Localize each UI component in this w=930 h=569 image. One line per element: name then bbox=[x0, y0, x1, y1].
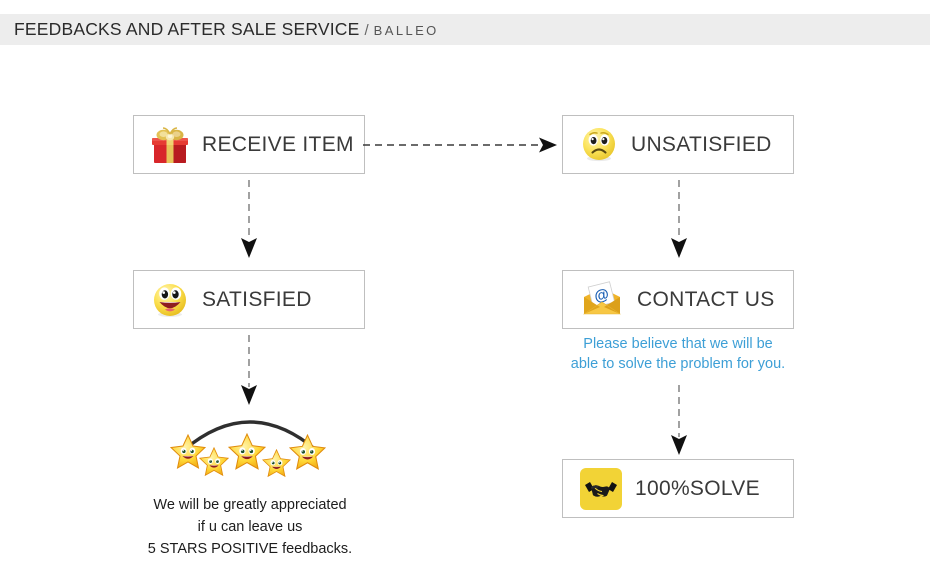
header-text-group: FEEDBACKS AND AFTER SALE SERVICE / BALLE… bbox=[14, 19, 439, 40]
flow-box-receive-item[interactable]: RECEIVE ITEM bbox=[133, 115, 365, 174]
flow-box-label: UNSATISFIED bbox=[631, 132, 772, 156]
brand-name: BALLEO bbox=[373, 23, 439, 38]
flow-box-label: SATISFIED bbox=[202, 287, 312, 311]
arrow-receive-to-unsatisfied bbox=[363, 133, 559, 157]
smiling-star-icon bbox=[261, 448, 292, 478]
promise-line-2: able to solve the problem for you. bbox=[570, 356, 786, 372]
happy-face-icon bbox=[150, 280, 190, 320]
flow-box-label: CONTACT US bbox=[637, 287, 775, 311]
email-envelope-icon: @ bbox=[579, 280, 625, 320]
handshake-icon bbox=[579, 467, 623, 511]
sad-face-icon bbox=[579, 125, 619, 165]
feedback-note-line-3: 5 STARS POSITIVE feedbacks. bbox=[147, 541, 353, 557]
flow-box-solve[interactable]: 100%SOLVE bbox=[562, 459, 794, 518]
feedback-note-line-1: We will be greatly appreciated bbox=[153, 497, 347, 513]
star-arc-line bbox=[182, 420, 318, 452]
arrow-contact-to-solve bbox=[662, 385, 696, 457]
smiling-star-icon bbox=[288, 433, 327, 471]
five-star-rating-group bbox=[169, 398, 330, 498]
arrow-satisfied-to-stars bbox=[232, 335, 266, 407]
flow-box-contact-us[interactable]: @ CONTACT US bbox=[562, 270, 794, 329]
gift-box-icon bbox=[150, 126, 190, 164]
flow-box-unsatisfied[interactable]: UNSATISFIED bbox=[562, 115, 794, 174]
page-header: FEEDBACKS AND AFTER SALE SERVICE / BALLE… bbox=[0, 14, 930, 45]
page-title: FEEDBACKS AND AFTER SALE SERVICE bbox=[14, 19, 360, 39]
smiling-star-icon bbox=[169, 433, 207, 470]
arrow-unsatisfied-to-contact bbox=[662, 180, 696, 260]
contact-promise-note: Please believe that we will be able to s… bbox=[530, 334, 826, 374]
arrow-receive-to-satisfied bbox=[232, 180, 266, 260]
smiling-star-icon bbox=[198, 446, 230, 477]
header-separator: / bbox=[364, 22, 369, 39]
feedback-note-line-2: if u can leave us bbox=[197, 519, 303, 535]
svg-text:@: @ bbox=[592, 285, 610, 305]
feedback-request-note: We will be greatly appreciated if u can … bbox=[100, 494, 400, 560]
flow-box-label: 100%SOLVE bbox=[635, 476, 760, 500]
flow-box-label: RECEIVE ITEM bbox=[202, 132, 354, 156]
stars-row bbox=[169, 432, 330, 486]
flow-box-satisfied[interactable]: SATISFIED bbox=[133, 270, 365, 329]
promise-line-1: Please believe that we will be bbox=[583, 336, 773, 352]
smiling-star-icon bbox=[227, 432, 267, 471]
